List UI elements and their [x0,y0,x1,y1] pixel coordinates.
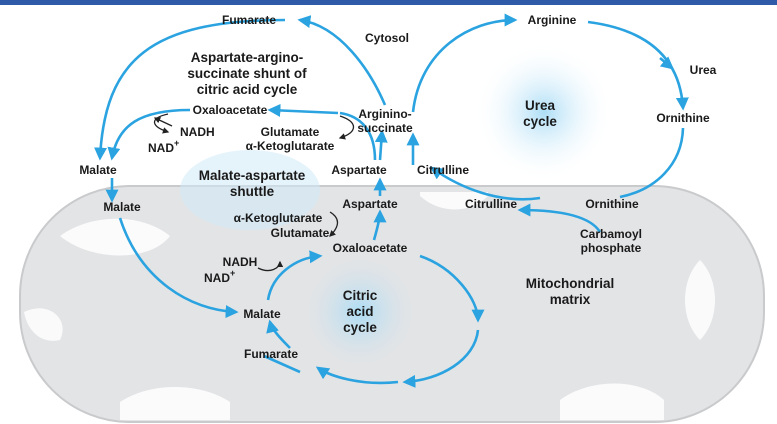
urea-cycle-glow [474,42,614,182]
arrow-aspartate-to-argininosuccinate [374,129,388,161]
label-carbamoyl-line2: phosphate [581,241,642,255]
arrow-malate-to-malate-matrix [118,217,239,319]
label-malate-mito: Malate [103,200,141,214]
label-matrix-line1: Mitochondrial [526,276,615,291]
label-nadh-mito: NADH [223,255,258,269]
top-accent-bar [0,0,777,5]
label-glutamate-mito: Glutamate [271,226,330,240]
label-oxaloacetate-top: Oxaloacetate [193,103,268,117]
label-ornithine-cyt: Ornithine [656,111,710,125]
label-urea: Urea [690,63,717,77]
label-citrulline-mito: Citrulline [465,197,517,211]
label-shunt-line1: Aspartate-argino- [191,50,304,65]
label-malate-left: Malate [79,163,117,177]
label-mas-line1: Malate-aspartate [199,168,306,183]
label-nadh-top: NADH [180,125,215,139]
arrow-to-urea [659,56,674,70]
label-citric-line2: acid [346,304,373,319]
label-nad-top: NAD+ [148,138,179,155]
label-argino-line1: Argininо- [358,107,411,121]
arrow-aspartate-to-oxaloacetate [267,103,339,117]
label-urea-cycle-line2: cycle [523,114,557,129]
label-arginine: Arginine [528,13,577,27]
label-akg-mito: α-Ketoglutarate [234,211,323,225]
label-akg-top: α-Ketoglutarate [246,139,335,153]
label-malate-cycle: Malate [243,307,281,321]
label-carbamoyl-line1: Carbamoyl [580,227,642,241]
label-glutamate-top: Glutamate [261,125,320,139]
citric-arrow-fumarate-to-malate [266,319,291,349]
urea-arrow-argininosuccinate-to-arginine [411,13,518,113]
label-matrix-line2: matrix [550,292,591,307]
urea-arrow-ornithine-down [619,127,685,199]
shunt-arrow-fumarate-to-malate [94,18,286,161]
citric-arrow-lower-right [402,329,480,388]
label-urea-cycle-line1: Urea [525,98,556,113]
arrow-oxaloacetate-to-malate [107,108,191,161]
citric-arrow-oxaloacetate-onward [419,254,485,323]
arrow-oxaloacetate-to-aspartate [372,209,387,241]
label-fumarate-top: Fumarate [222,13,276,27]
shuttle-glow [180,150,320,230]
label-citrulline-cyt: Citrulline [417,163,469,177]
label-aspartate-cyt: Aspartate [331,163,387,177]
label-cytosol: Cytosol [365,31,409,45]
shunt-arrow-argininosuccinate-to-fumarate [297,15,387,106]
arrow-carbamoyl-to-citrulline [517,203,602,233]
citric-arrow-lower-middle [315,366,399,385]
cofactor-arrows [153,113,355,272]
label-argino-line2: succinate [357,121,413,135]
urea-arrow-arginine-to-ornithine [587,20,689,111]
citric-arrow-malate-to-oxaloacetate [266,250,323,301]
label-citric-line1: Citric [343,288,378,303]
label-shunt-line2: succinate shunt of [187,66,307,81]
arrow-citrulline-to-citrulline-cyt [429,166,541,201]
label-mas-line2: shuttle [230,184,275,199]
arrow-aspartate-up-left [339,111,377,161]
label-citric-line3: cycle [343,320,377,335]
label-fumarate-cycle: Fumarate [244,347,298,361]
label-oxaloacetate-mito: Oxaloacetate [333,241,408,255]
label-shunt-line3: citric acid cycle [197,82,298,97]
label-nad-mito: NAD+ [204,268,235,285]
label-aspartate-mito: Aspartate [342,197,398,211]
citric-cycle-glow [298,250,422,374]
citric-arrow-fumarate-link [263,354,301,374]
pathway-arrows [94,13,689,388]
label-ornithine-mito: Ornithine [585,197,639,211]
